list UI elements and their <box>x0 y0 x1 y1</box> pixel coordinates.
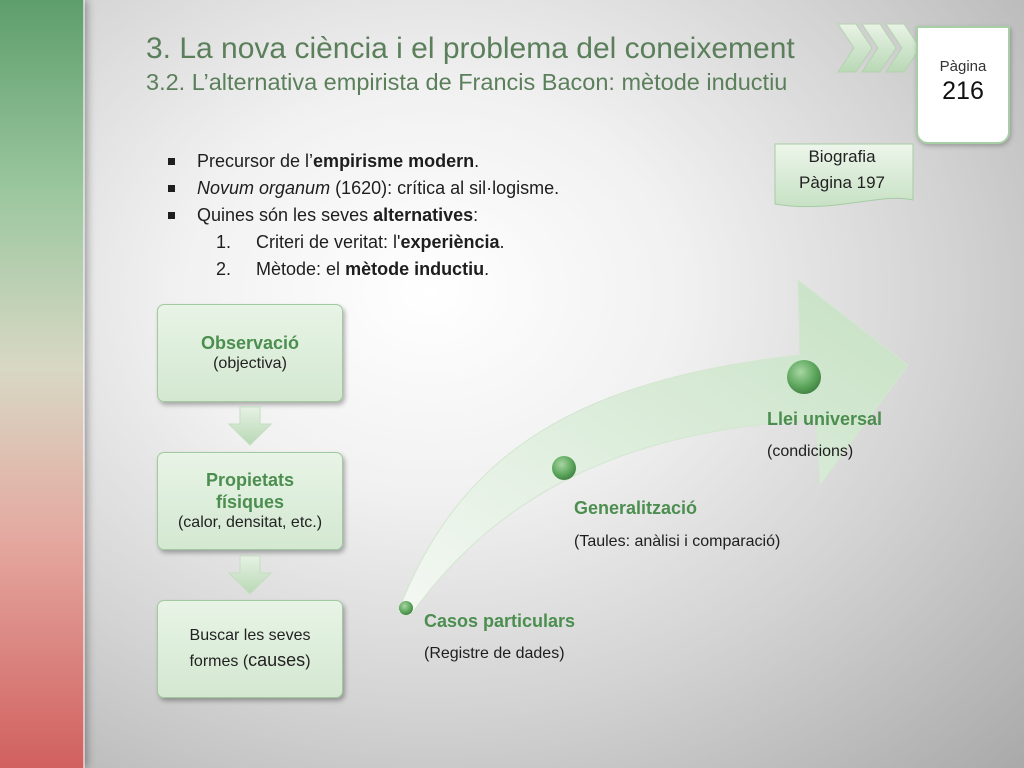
item-text: . <box>499 232 505 252</box>
down-arrow-icon <box>228 406 272 446</box>
numbered-item: 2. Mètode: el mètode inductiu. <box>168 256 559 283</box>
item-text: Mètode: el <box>256 259 346 279</box>
curved-arrow-shape <box>397 280 909 617</box>
note-shape-icon <box>774 143 914 208</box>
bullet-list: Precursor de l’empirisme modern. Novum o… <box>168 148 559 283</box>
square-bullet-icon <box>168 212 175 219</box>
process-box-observation: Observació (objectiva) <box>157 304 343 402</box>
square-bullet-icon <box>168 185 175 192</box>
down-arrow-icon <box>228 555 272 595</box>
stage-desc-universal-law: (condicions) <box>767 443 854 460</box>
stage-desc-particular: (Registre de dades) <box>424 645 565 662</box>
box-text: Buscar les seves formes (causes) <box>175 624 325 674</box>
bullet-text: Quines són les seves <box>197 205 374 225</box>
item-number: 1. <box>216 232 232 252</box>
decorative-sidebar <box>0 0 85 768</box>
stage-label-particular: Casos particulars <box>424 611 576 631</box>
box-text-part: Buscar les seves formes ( <box>189 627 311 670</box>
slide-header: 3. La nova ciència i el problema del con… <box>146 30 795 96</box>
item-bold-text: experiència <box>400 232 500 252</box>
bullet-italic-text: Novum organum <box>197 178 331 198</box>
induction-curved-arrow <box>397 280 909 617</box>
stage-label-generalization: Generalització <box>574 498 698 518</box>
slide-title: 3. La nova ciència i el problema del con… <box>146 32 795 65</box>
numbered-item: 1. Criteri de veritat: l'experiència. <box>168 229 559 256</box>
stage-label-universal-law: Llei universal <box>767 409 883 429</box>
bullet-text: : <box>473 205 479 225</box>
item-text: . <box>484 259 490 279</box>
box-detail: (calor, densitat, etc.) <box>177 514 323 531</box>
bullet-item: Novum organum (1620): crítica al sil·log… <box>168 175 559 202</box>
bullet-text: Precursor de l’ <box>197 151 314 171</box>
box-emphasis: causes <box>248 650 306 670</box>
item-number: 2. <box>216 259 232 279</box>
process-box-search-causes: Buscar les seves formes (causes) <box>157 600 343 698</box>
stage-dot-generalization <box>552 456 576 480</box>
page-label: Pàgina <box>939 58 987 75</box>
box-text-part: ) <box>305 653 311 670</box>
biography-text: Biografia Pàgina 197 <box>772 144 912 196</box>
box-title: Propietats físiques <box>205 470 295 512</box>
page-number: 216 <box>942 77 984 105</box>
bullet-item: Quines són les seves alternatives: <box>168 202 559 229</box>
item-text: Criteri de veritat: l' <box>256 232 401 252</box>
bullet-item: Precursor de l’empirisme modern. <box>168 148 559 175</box>
page-reference-box: Pàgina 216 <box>916 26 1010 144</box>
slide-subtitle: 3.2. L’alternativa empirista de Francis … <box>146 69 788 95</box>
process-box-physical-properties: Propietats físiques (calor, densitat, et… <box>157 452 343 550</box>
stage-dot-universal-law <box>787 360 821 394</box>
item-bold-text: mètode inductiu <box>345 259 485 279</box>
bullet-text: . <box>474 151 480 171</box>
square-bullet-icon <box>168 158 175 165</box>
bullet-text: (1620): crítica al sil·logisme. <box>330 178 560 198</box>
stage-desc-generalization: (Taules: anàlisi i comparació) <box>574 533 781 550</box>
biography-page: Pàgina 197 <box>798 173 886 192</box>
biography-note: Biografia Pàgina 197 <box>772 142 918 214</box>
bullet-bold-text: empirisme modern <box>313 151 475 171</box>
stage-dot-particular <box>399 601 413 615</box>
biography-label: Biografia <box>808 147 876 166</box>
bullet-bold-text: alternatives <box>373 205 474 225</box>
box-title: Observació <box>200 333 300 353</box>
box-detail: (objectiva) <box>213 355 287 372</box>
chevrons-icon <box>837 23 921 73</box>
